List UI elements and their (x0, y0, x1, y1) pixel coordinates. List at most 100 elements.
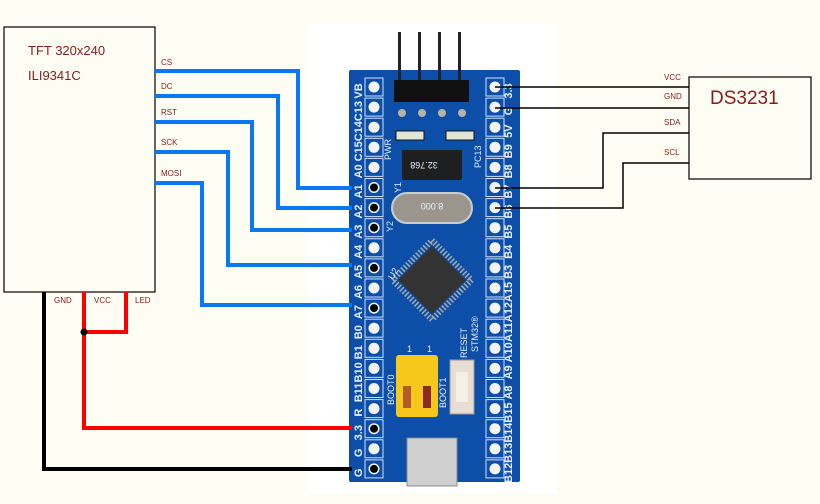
wire-mosi (155, 181, 352, 307)
pin-right-b3 (489, 262, 501, 274)
header-pad (438, 109, 446, 117)
pin-pad-frame (364, 298, 384, 318)
pin-label: A10 (503, 342, 515, 362)
pin-label: G (353, 449, 365, 458)
pin-pad-frame (364, 439, 384, 459)
pin-label: A3 (353, 225, 365, 239)
pin-pad-frame (364, 399, 384, 419)
ds3231-pin-vcc: VCC (664, 73, 681, 82)
pin-label: B13 (503, 443, 515, 463)
pin-pad-frame (364, 218, 384, 238)
pin-pad-frame (364, 77, 384, 97)
pin-right-5v (489, 121, 501, 133)
connection-dots (370, 183, 378, 473)
rtc-crystal (402, 150, 462, 180)
swd-header (394, 32, 469, 117)
mcu-chip (388, 236, 476, 324)
wire-rst (155, 120, 352, 232)
junction-dot (80, 328, 88, 336)
connection-dot (370, 304, 378, 313)
wire-rtc-sda (495, 132, 689, 189)
pin-pad-frame (364, 459, 384, 479)
pin-left-r (368, 403, 380, 415)
tft-controller: ILI9341C (28, 68, 81, 83)
tft-module: TFT 320x240 ILI9341C CS DC RST SCK MOSI … (3, 26, 181, 305)
pin-label: VB (353, 83, 365, 98)
pin-pad-frame (364, 97, 384, 117)
tft-pin-mosi: MOSI (161, 169, 181, 178)
main-crystal-label: 8.000 (421, 201, 444, 211)
tft-pin-cs: CS (161, 58, 172, 67)
pin-label: B3 (503, 265, 515, 279)
pin-label: B11 (353, 383, 365, 403)
tft-pin-rst: RST (161, 108, 177, 117)
mcu-pins (388, 236, 476, 324)
header-pad (418, 109, 426, 117)
tft-pin-vcc: VCC (94, 296, 111, 305)
tft-outline (3, 26, 156, 293)
pin-label: 3.3 (503, 83, 515, 98)
ds3231-outline (688, 76, 812, 180)
pin-label: C14 (353, 120, 365, 141)
boot0-jumper (403, 386, 411, 408)
connection-dot (370, 183, 378, 192)
pc13-led (445, 130, 475, 141)
pin-label: B1 (353, 345, 365, 359)
pin-pad-frame (485, 439, 505, 459)
wire-rtc-scl (495, 162, 689, 209)
pin-pad-frame (485, 258, 505, 278)
header-pin (458, 32, 461, 82)
header-pin (398, 32, 401, 82)
pin-pad-frame (485, 379, 505, 398)
pin-pad-frame (364, 157, 384, 177)
connection-dot (370, 203, 378, 212)
pin-label: B4 (503, 244, 515, 259)
pin-left-b10 (368, 362, 380, 374)
pin-left-a0 (368, 161, 380, 173)
pin-label: 3.3 (353, 425, 365, 440)
pin-pad-frame (364, 178, 384, 197)
connection-dot (370, 464, 378, 473)
pin-right-b14 (489, 423, 501, 435)
ds3231-pin-sda: SDA (664, 118, 681, 127)
pin-label: B7 (503, 184, 515, 198)
pin-right-b8 (489, 161, 501, 173)
pin-label: B5 (503, 225, 515, 239)
pin-pad-frame (364, 117, 384, 137)
pin-pad-frame (485, 419, 505, 439)
stm32-label: STM32® (470, 316, 480, 352)
pc13-label: PC13 (473, 145, 483, 168)
pin-label: C13 (353, 101, 365, 121)
pin-right-b15 (489, 403, 501, 415)
wire-cs (155, 69, 352, 190)
connection-dot (370, 223, 378, 232)
pin-right-a10 (489, 342, 501, 354)
pin-pad-frame (485, 117, 505, 137)
wire-led (84, 292, 128, 334)
pin-left-c13 (368, 101, 380, 113)
pin-pad-frame (485, 97, 505, 117)
pin-pad-frame (364, 338, 384, 358)
y1-label: Y1 (393, 182, 403, 193)
pin-label: A7 (353, 305, 365, 319)
pin-label: A0 (353, 164, 365, 178)
reset-label: RESET (459, 327, 469, 358)
wire-dc (155, 94, 352, 210)
ds3231-module: DS3231 VCC GND SDA SCL (664, 73, 812, 180)
pin-left-g (368, 443, 380, 455)
pin-left-b11 (368, 383, 380, 394)
pin-pad-frame (485, 278, 505, 298)
main-crystal (391, 192, 473, 224)
ds3231-pin-gnd: GND (664, 92, 682, 101)
pin-left-vb (368, 81, 380, 93)
pin-left-a4 (368, 242, 380, 254)
pin-left-c14 (368, 121, 380, 133)
header-pin (438, 32, 441, 82)
connection-dot (370, 424, 378, 433)
pin-pad-frame (485, 358, 505, 378)
pin-pad-frame (485, 218, 505, 238)
pin-pad-frame (364, 318, 384, 338)
boot1-jumper (423, 386, 431, 408)
header-pin (418, 32, 421, 82)
